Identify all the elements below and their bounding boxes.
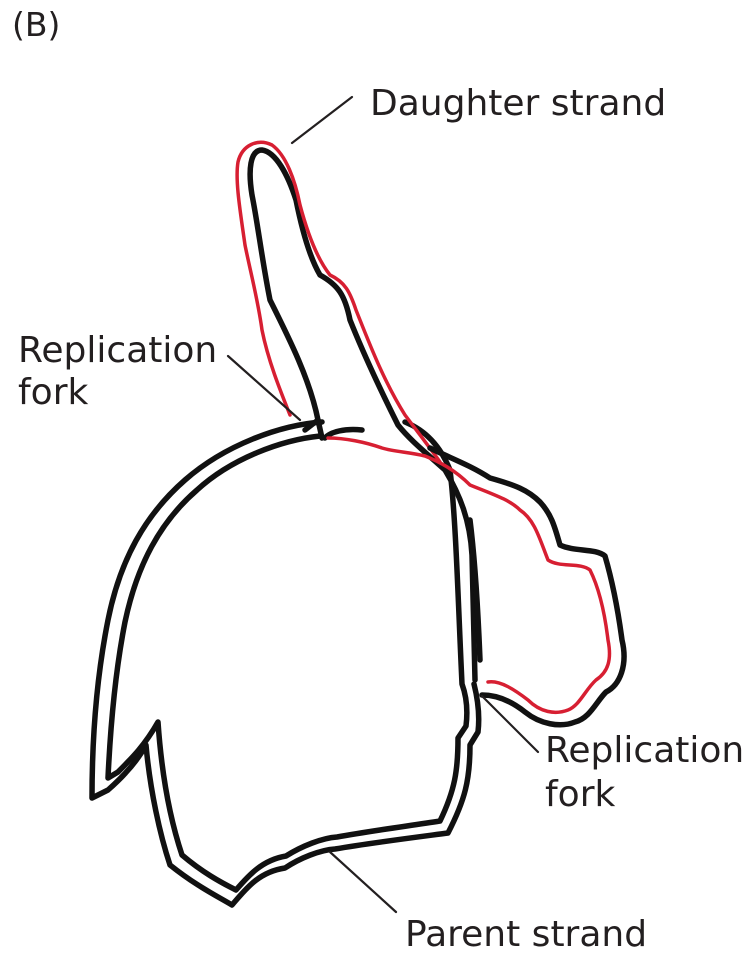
panel-label: (B) — [12, 5, 60, 44]
daughter-strand-upper — [237, 142, 440, 462]
upper-bubble-parent — [250, 150, 475, 680]
daughter-strand-label: Daughter strand — [292, 83, 666, 143]
replication-fork-right-label: Replication fork — [482, 696, 744, 815]
replication-fork-left-label: Replication fork — [18, 330, 300, 420]
replication-fork-left-line2: fork — [18, 372, 89, 413]
parent-strand-text: Parent strand — [405, 914, 647, 955]
replication-fork-left-leader — [228, 356, 300, 420]
daughter-strand-leader — [292, 97, 352, 143]
parent-strand-label: Parent strand — [330, 852, 647, 955]
daughter-strand-lower — [328, 438, 610, 712]
daughter-strand-text: Daughter strand — [370, 83, 666, 124]
replication-fork-right-line2: fork — [545, 774, 616, 815]
replication-fork-right-line1: Replication — [545, 730, 744, 771]
parent-strand-inner — [108, 422, 467, 890]
replication-fork-left-line1: Replication — [18, 330, 217, 371]
parent-strand-leader — [330, 852, 396, 912]
parent-strand-outer — [92, 422, 479, 905]
